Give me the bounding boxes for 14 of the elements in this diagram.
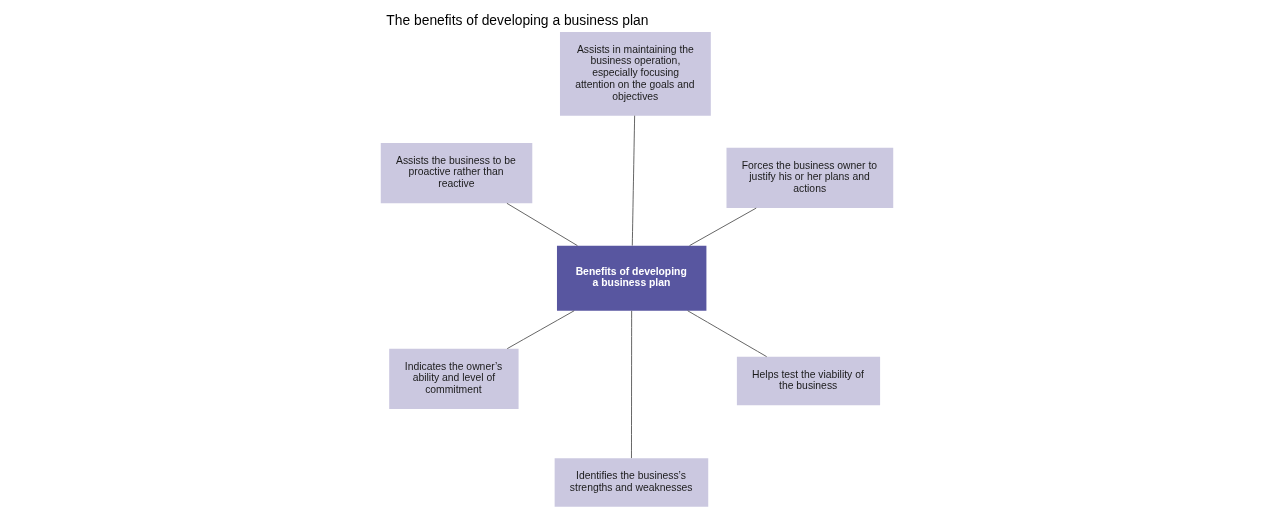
node-box: Assists in maintaining the business operation, especially focusing attention on the goals and objectives (560, 31, 711, 116)
connector (631, 310, 633, 459)
connector (506, 310, 575, 350)
connector (687, 310, 768, 358)
node-box: Assists the business to be proactive rather than reactive (380, 142, 533, 204)
connector (631, 115, 636, 247)
node-box: Identifies the business’s strengths and weaknesses (554, 458, 709, 507)
node-box: Helps test the viability of the business (736, 356, 881, 406)
connector (689, 207, 757, 247)
node-box: Forces the business owner to justify his or her plans and actions (726, 147, 894, 208)
diagram-title: The benefits of developing a business plan (386, 12, 649, 29)
node-box: Indicates the owner’s ability and level of commitment (389, 348, 519, 409)
node-box: Benefits of developing a business plan (556, 245, 707, 311)
connector (506, 202, 578, 247)
